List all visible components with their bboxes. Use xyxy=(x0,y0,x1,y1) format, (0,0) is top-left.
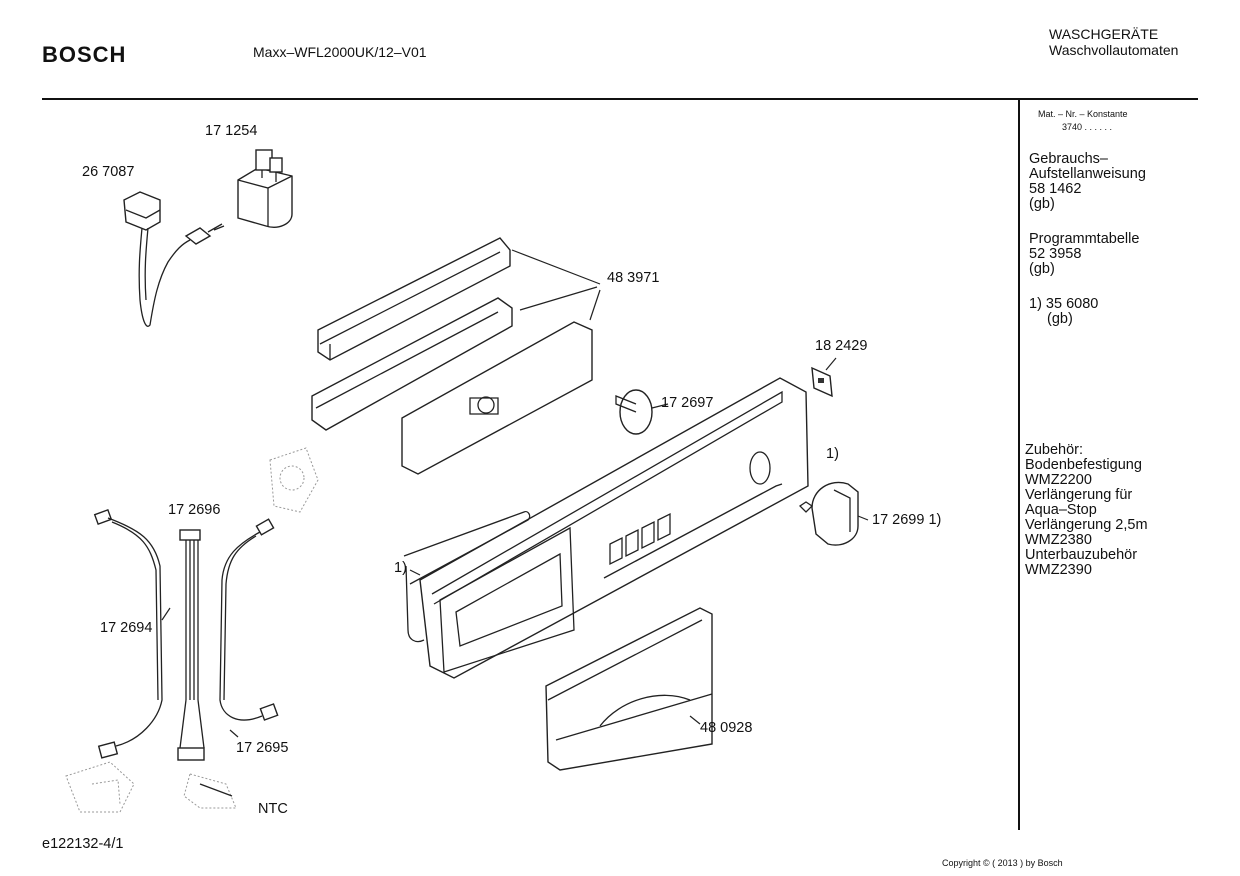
part-label-17-2694: 17 2694 xyxy=(100,620,153,636)
accessory-line: Verlängerung für xyxy=(1025,487,1133,503)
suppressor-drawing xyxy=(237,149,293,228)
model-number: Maxx–WFL2000UK/12–V01 xyxy=(253,44,427,60)
accessories-block: Zubehör: Bodenbefestigung WMZ2200 Verlän… xyxy=(1025,443,1148,578)
power-plug-drawing xyxy=(123,191,225,327)
accessory-line: WMZ2200 xyxy=(1025,472,1092,488)
note-marker-1: 1) xyxy=(826,446,839,462)
category-subtitle: Waschvollautomaten xyxy=(1049,42,1179,58)
dispenser-handle-drawing xyxy=(545,607,713,771)
bracket-drawing xyxy=(811,357,837,398)
program-knob-drawing xyxy=(798,481,859,546)
part-label-17-2697: 17 2697 xyxy=(661,395,714,411)
electronic-module-drawing xyxy=(311,237,601,475)
accessory-line: WMZ2380 xyxy=(1025,532,1092,548)
part-label-17-2696: 17 2696 xyxy=(168,502,221,518)
part-label-17-2699: 17 2699 1) xyxy=(872,512,942,528)
brand-logo: BOSCH xyxy=(42,42,127,67)
sidebar-divider xyxy=(1018,100,1020,830)
wiring-harness-middle-drawing xyxy=(177,529,237,809)
note-line-2: (gb) xyxy=(1047,311,1073,327)
exploded-parts-diagram xyxy=(65,149,869,813)
mat-value: 3740 . . . . . . xyxy=(1062,122,1113,132)
header-divider xyxy=(42,98,1198,100)
fascia-panel-drawing xyxy=(403,377,809,679)
accessory-line: Verlängerung 2,5m xyxy=(1025,517,1148,533)
part-label-26-7087: 26 7087 xyxy=(82,164,135,180)
program-block: Programmtabelle 52 3958 (gb) xyxy=(1029,232,1139,277)
wiring-harness-right-drawing xyxy=(219,447,319,721)
category-title: WASCHGERÄTE xyxy=(1049,26,1159,42)
note-block: 1) 35 6080 (gb) xyxy=(1029,297,1098,327)
accessory-line: Unterbauzubehör xyxy=(1025,547,1138,563)
manual-number: 58 1462 xyxy=(1029,181,1082,197)
part-label-48-0928: 48 0928 xyxy=(700,720,753,736)
copyright-notice: Copyright © ( 2013 ) by Bosch xyxy=(942,858,1063,868)
drawing-id: e122132-4/1 xyxy=(42,836,124,852)
note-line-1: 1) 35 6080 xyxy=(1029,296,1099,312)
part-label-18-2429: 18 2429 xyxy=(815,338,868,354)
part-label-ntc: NTC xyxy=(258,801,288,817)
mat-label: Mat. – Nr. – Konstante xyxy=(1038,109,1128,119)
accessory-line: Aqua–Stop xyxy=(1025,502,1097,518)
knob-drawing xyxy=(615,389,669,435)
manual-lang: (gb) xyxy=(1029,196,1055,212)
program-title: Programmtabelle xyxy=(1029,231,1140,247)
category-block: WASCHGERÄTE Waschvollautomaten xyxy=(1049,26,1178,58)
part-label-48-3971: 48 3971 xyxy=(607,270,660,286)
manual-title-2: Aufstellanweisung xyxy=(1029,166,1146,182)
accessory-line: Zubehör: xyxy=(1025,442,1084,458)
note-marker-2: 1) xyxy=(394,560,407,576)
manual-title-1: Gebrauchs– xyxy=(1029,151,1108,167)
part-label-17-2695: 17 2695 xyxy=(236,740,289,756)
wiring-harness-left-drawing xyxy=(65,509,163,813)
accessory-line: WMZ2390 xyxy=(1025,562,1092,578)
program-lang: (gb) xyxy=(1029,261,1055,277)
accessory-line: Bodenbefestigung xyxy=(1025,457,1142,473)
manual-block: Gebrauchs– Aufstellanweisung 58 1462 (gb… xyxy=(1029,152,1146,212)
part-label-17-1254: 17 1254 xyxy=(205,123,258,139)
program-number: 52 3958 xyxy=(1029,246,1082,262)
